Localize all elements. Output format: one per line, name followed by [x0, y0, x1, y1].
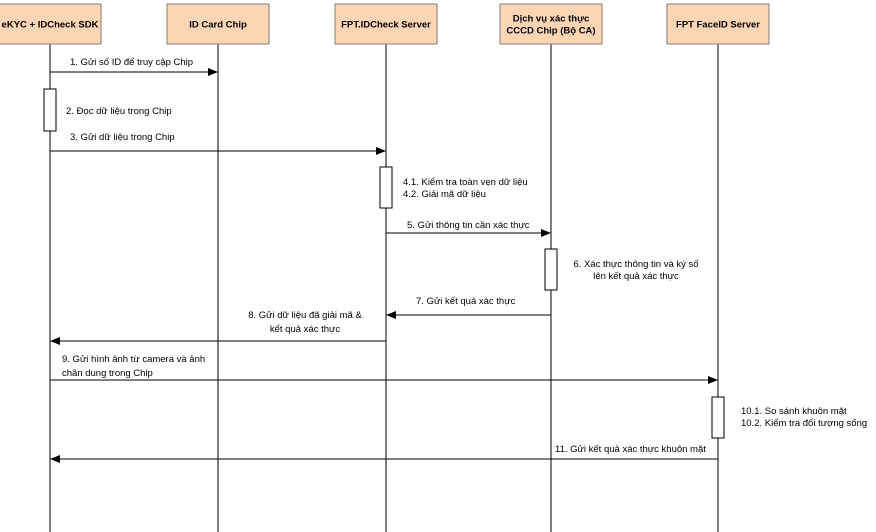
message-6-label-line-2: chân dung trong Chip: [62, 368, 153, 379]
participant-chip-label-line-1: ID Card Chip: [189, 20, 247, 31]
participant-faceid-label-line-1: FPT FaceID Server: [676, 20, 760, 31]
participant-sdk: eKYC + IDCheck SDK: [0, 3, 102, 45]
message-2: 3. Gửi dữ liệu trong Chip: [50, 132, 386, 155]
participant-box: [334, 3, 438, 45]
participant-faceid: FPT FaceID Server: [666, 3, 770, 45]
message-5-label-line-2: kết quả xác thực: [270, 324, 341, 335]
participant-box: [499, 3, 603, 45]
message-3-label-line-1: 5. Gửi thông tin cần xác thực: [407, 220, 530, 231]
activation-sdk-label-line-1: 2. Đọc dữ liệu trong Chip: [66, 106, 172, 117]
message-4-label-line-1: 7. Gửi kết quả xác thực: [416, 296, 516, 307]
participant-server: FPT.IDCheck Server: [334, 3, 438, 45]
participant-box: [666, 3, 770, 45]
activation-sdk: 2. Đọc dữ liệu trong Chip: [43, 88, 172, 132]
message-4: 7. Gửi kết quả xác thực: [386, 296, 551, 319]
participant-sdk-label-line-1: eKYC + IDCheck SDK: [2, 20, 99, 31]
participant-chip: ID Card Chip: [166, 3, 270, 45]
message-6-label-line-1: 9. Gửi hình ảnh từ camera và ảnh: [62, 354, 205, 365]
message-5-label-line-1: 8. Gửi dữ liệu đã giải mã &: [248, 310, 362, 321]
activation-bar: [711, 396, 725, 439]
message-5: 8. Gửi dữ liệu đã giải mã & kết quả xác t…: [50, 310, 386, 345]
participant-ca-label-line-2: CCCD Chip (Bộ CA): [506, 26, 595, 37]
participant-server-label-line-1: FPT.IDCheck Server: [341, 20, 431, 31]
message-6: 9. Gửi hình ảnh từ camera và ảnh chân dun…: [50, 354, 718, 384]
activation-server-label-line-1: 4.1. Kiểm tra toàn vẹn dữ liệu: [403, 177, 528, 188]
activation-bar: [379, 166, 393, 209]
participant-ca-label-line-1: Dịch vụ xác thực: [513, 14, 590, 25]
message-1: 1. Gửi số ID để truy cập Chip: [50, 57, 218, 76]
activation-bar: [43, 88, 57, 132]
activation-bar: [544, 248, 558, 291]
activation-faceid-label-line-2: 10.2. Kiểm tra đối tượng sống: [741, 418, 867, 429]
participant-box: [0, 3, 102, 45]
activation-server-label-line-2: 4.2. Giải mã dữ liệu: [403, 189, 486, 200]
participant-box: [166, 3, 270, 45]
message-3: 5. Gửi thông tin cần xác thực: [386, 220, 551, 237]
message-7-label-line-1: 11. Gửi kết quả xác thực khuôn mặt: [555, 444, 706, 455]
message-7: 11. Gửi kết quả xác thực khuôn mặt: [50, 444, 718, 463]
activation-ca-label-line-2: lên kết quả xác thực: [593, 271, 679, 282]
activation-faceid-label-line-1: 10.1. So sánh khuôn mặt: [741, 406, 847, 417]
activation-ca-label-line-1: 6. Xác thực thông tin và ký số: [573, 259, 699, 270]
message-2-label-line-1: 3. Gửi dữ liệu trong Chip: [70, 132, 175, 143]
message-1-label-line-1: 1. Gửi số ID để truy cập Chip: [70, 57, 193, 68]
